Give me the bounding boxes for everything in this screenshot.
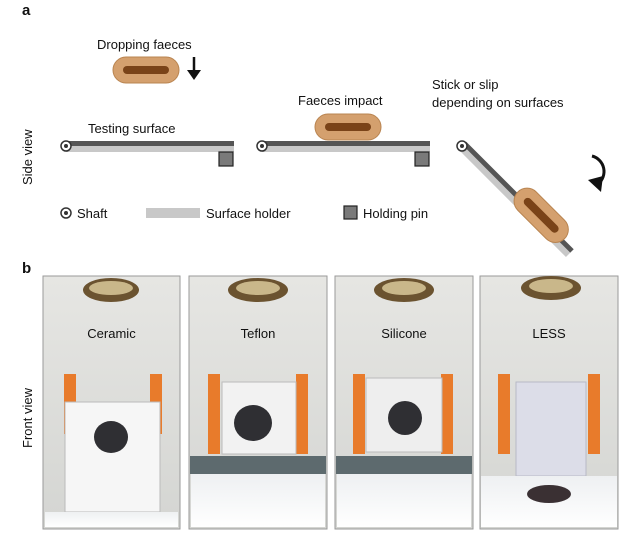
photo-label-less: LESS bbox=[532, 326, 566, 341]
faeces-impact-label: Faeces impact bbox=[298, 93, 383, 108]
down-arrow-icon bbox=[187, 57, 201, 80]
photo-label-silicone: Silicone bbox=[381, 326, 427, 341]
photo-less bbox=[479, 275, 619, 530]
legend-surface-holder-label: Surface holder bbox=[206, 206, 291, 221]
stick-slip-label-line1: Stick or slip bbox=[432, 77, 499, 92]
legend-shaft-icon bbox=[60, 207, 72, 219]
stick-slip-label-line2: depending on surfaces bbox=[432, 95, 564, 110]
legend-holding-pin-icon bbox=[343, 205, 358, 220]
rotation-arrow-icon bbox=[588, 154, 606, 192]
beam-1 bbox=[60, 140, 234, 167]
testing-surface-label: Testing surface bbox=[88, 121, 176, 136]
falling-faeces bbox=[112, 56, 180, 84]
photo-label-ceramic-wrap: Ceramic bbox=[43, 326, 180, 341]
photo-teflon bbox=[188, 275, 328, 530]
legend-holding-pin-label: Holding pin bbox=[363, 206, 429, 221]
photo-ceramic bbox=[42, 275, 181, 530]
dropping-faeces-label: Dropping faeces bbox=[97, 37, 192, 52]
legend-shaft-label: Shaft bbox=[77, 206, 108, 221]
panel-a-letter: a bbox=[22, 2, 31, 19]
photo-silicone bbox=[334, 275, 474, 530]
beam-2 bbox=[256, 113, 430, 167]
photo-label-ceramic: Ceramic bbox=[87, 326, 136, 341]
photo-label-less-wrap: LESS bbox=[480, 326, 618, 341]
legend-surface-holder-icon bbox=[146, 208, 200, 218]
photo-label-teflon: Teflon bbox=[240, 326, 276, 341]
beam-3-tilted bbox=[458, 141, 574, 258]
photo-label-teflon-wrap: Teflon bbox=[189, 326, 327, 341]
panel-b-letter: b bbox=[22, 260, 32, 277]
shaft-icon-3 bbox=[456, 140, 468, 152]
photo-label-silicone-wrap: Silicone bbox=[335, 326, 473, 341]
